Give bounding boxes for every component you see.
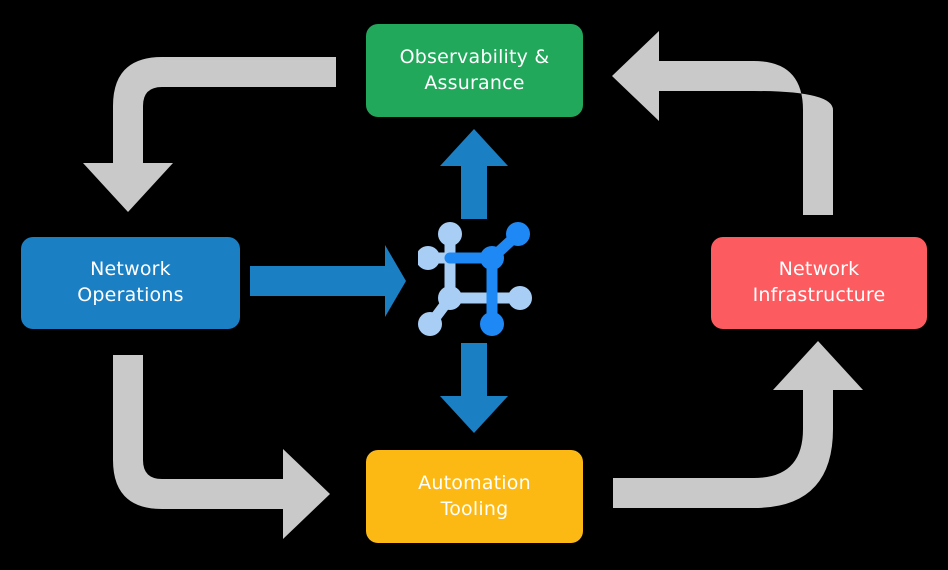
node-mid-left bbox=[438, 286, 462, 310]
arrow-operations-to-automation bbox=[113, 355, 330, 539]
node-network-operations[interactable]: Network Operations bbox=[21, 237, 240, 329]
network-topology-icon bbox=[418, 222, 532, 336]
node-right-mid bbox=[508, 286, 532, 310]
arrow-infrastructure-to-observability bbox=[612, 31, 833, 215]
arrow-observability-to-operations bbox=[83, 57, 336, 212]
node-network-infrastructure[interactable]: Network Infrastructure bbox=[711, 237, 927, 329]
node-observability-assurance[interactable]: Observability & Assurance bbox=[366, 24, 583, 117]
arrow-center-to-automation bbox=[440, 343, 508, 433]
node-automation-tooling[interactable]: Automation Tooling bbox=[366, 450, 583, 543]
arrow-automation-to-infrastructure bbox=[613, 341, 863, 508]
node-left bbox=[418, 246, 440, 270]
node-bottom-left bbox=[418, 312, 442, 336]
node-top-left bbox=[438, 222, 462, 246]
node-bottom-right bbox=[480, 312, 504, 336]
node-hub bbox=[480, 246, 504, 270]
node-top-right bbox=[506, 222, 530, 246]
arrow-operations-to-center bbox=[250, 245, 406, 317]
arrow-center-to-observability bbox=[440, 129, 508, 219]
